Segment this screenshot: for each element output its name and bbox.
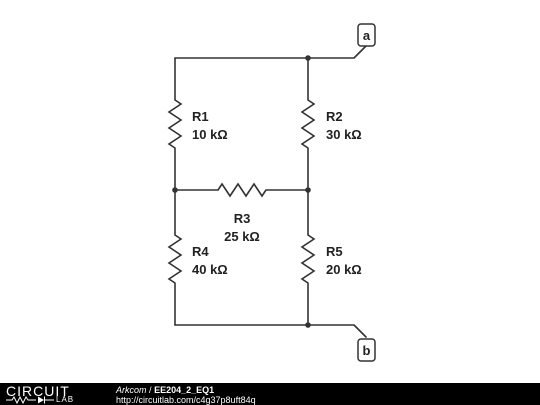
resistor-r5-name: R5 [326,244,343,259]
junction-top-right [305,55,311,61]
resistor-r4-symbol [167,234,183,284]
junction-mid-left [172,187,178,193]
logo-wordmark-bottom: LAB [56,395,75,404]
junction-mid-right [305,187,311,193]
resistor-r5: R5 20 kΩ [300,234,362,284]
footer-info: Arkcom / EE204_2_EQ1 http://circuitlab.c… [116,385,256,405]
junctions [172,55,311,328]
junction-bottom-right [305,322,311,328]
credit-separator: / [149,385,152,395]
resistor-r4: R4 40 kΩ [167,234,228,284]
resistor-r4-name: R4 [192,244,209,259]
resistor-r4-value: 40 kΩ [192,262,228,277]
resistor-r2-symbol [300,99,316,149]
author-link[interactable]: Arkcom [116,385,147,395]
wire-top [174,45,367,59]
resistor-r2-name: R2 [326,109,343,124]
resistor-r3-symbol [217,182,267,198]
resistor-r2-value: 30 kΩ [326,127,362,142]
circuitlab-logo: CIRCUIT LAB [6,383,106,405]
resistor-r3: R3 25 kΩ [217,182,267,244]
terminal-b-label: b [363,343,371,358]
terminal-a-label: a [363,28,371,43]
logo-resistor-diode-icon [6,395,54,404]
footer-credit-line: Arkcom / EE204_2_EQ1 [116,385,256,395]
resistor-r2: R2 30 kΩ [300,99,362,149]
resistor-r5-symbol [300,234,316,284]
terminal-b: b [357,338,376,362]
circuit-schematic: R1 10 kΩ R2 30 kΩ R3 25 kΩ R4 40 kΩ R5 2… [167,23,376,362]
terminal-b-box [357,338,376,362]
resistor-r3-name: R3 [234,211,251,226]
terminal-a: a [357,23,376,47]
circuit-title: EE204_2_EQ1 [154,385,215,395]
wire-bottom [174,324,367,338]
resistor-r1-name: R1 [192,109,209,124]
resistor-r3-value: 25 kΩ [224,229,260,244]
resistor-r1-symbol [167,99,183,149]
circuit-url[interactable]: http://circuitlab.com/c4g37p8uft84q [116,395,256,405]
resistor-r1-value: 10 kΩ [192,127,228,142]
resistor-r1: R1 10 kΩ [167,99,228,149]
resistor-r5-value: 20 kΩ [326,262,362,277]
footer-bar: CIRCUIT LAB Arkcom / EE204_2_EQ1 http://… [0,383,540,405]
terminal-a-box [357,23,376,47]
logo-wordmark-top: CIRCUIT [6,383,70,399]
wires [174,45,367,338]
